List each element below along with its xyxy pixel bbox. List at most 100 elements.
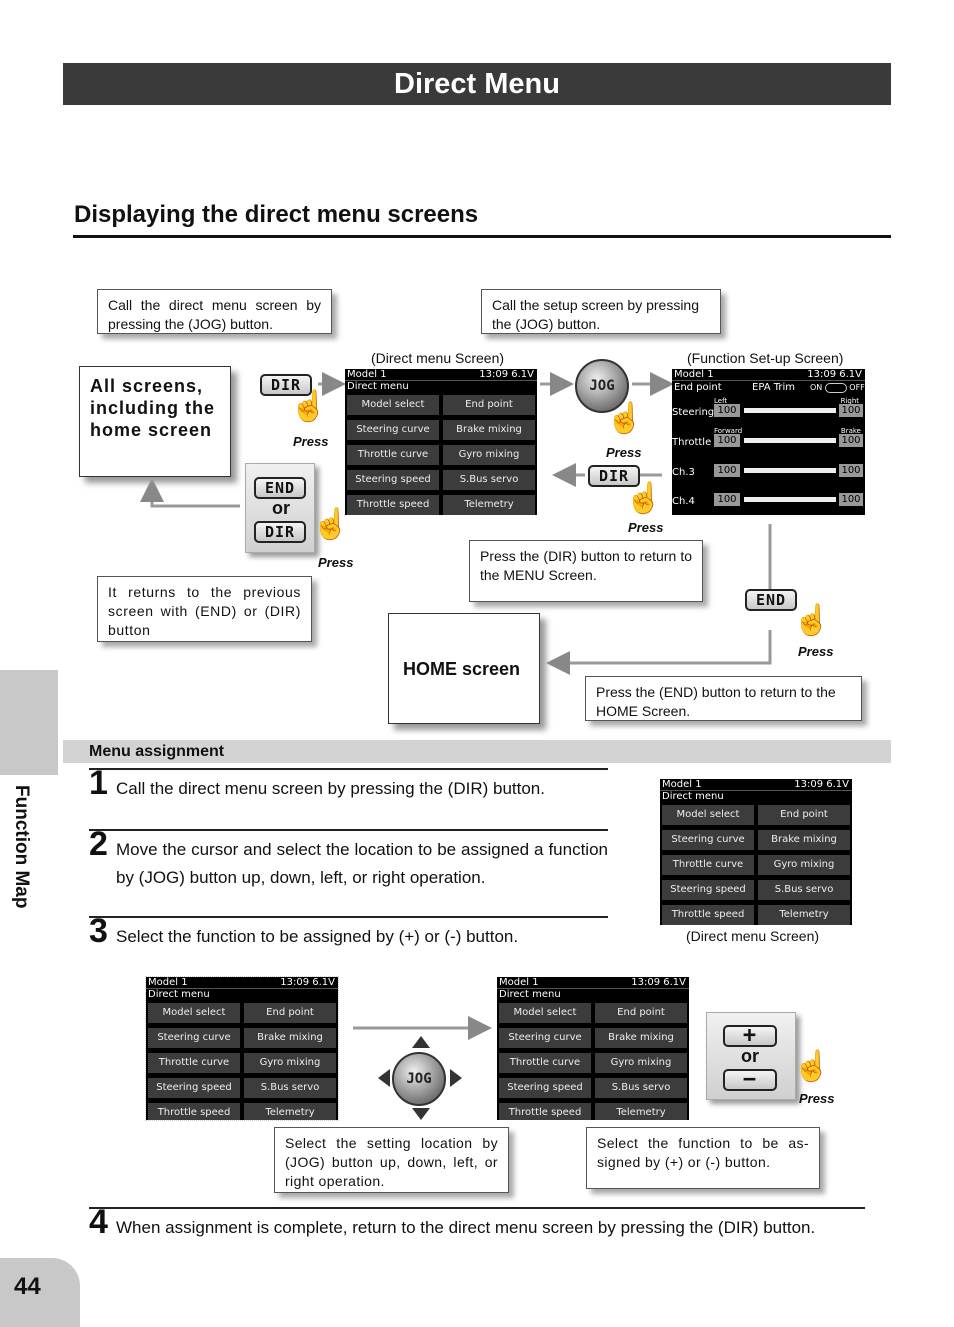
menu-cell[interactable]: Model select <box>662 805 754 825</box>
menu-cell[interactable]: Brake mixing <box>758 830 850 850</box>
jog-dpad[interactable]: JOG <box>378 1036 462 1120</box>
epa-row-name: Ch.4 <box>672 496 695 507</box>
menu-cell[interactable]: Brake mixing <box>443 420 535 440</box>
callout-call-direct: Call the direct menu screen by pressing … <box>97 289 332 334</box>
menu-cell[interactable]: Steering curve <box>499 1028 591 1048</box>
menu-cell[interactable]: Throttle speed <box>499 1103 591 1120</box>
menu-cell[interactable]: S.Bus servo <box>758 880 850 900</box>
menu-cell[interactable]: Brake mixing <box>244 1028 336 1048</box>
epa-right-value[interactable]: 100 <box>839 404 863 417</box>
epa-bar <box>744 468 836 473</box>
epa-left-value[interactable]: 100 <box>714 404 740 417</box>
menu-cell[interactable]: Steering speed <box>499 1078 591 1098</box>
menu-cell[interactable]: Gyro mixing <box>595 1053 687 1073</box>
arrow-right-icon <box>450 1069 462 1087</box>
epa-right-value[interactable]: 100 <box>839 434 863 447</box>
step-rule <box>89 1207 865 1209</box>
lcd-status: 13:09 6.1V <box>794 779 849 790</box>
menu-cell[interactable]: S.Bus servo <box>443 470 535 490</box>
jog-button[interactable]: JOG <box>575 359 629 413</box>
menu-cell[interactable]: Telemetry <box>595 1103 687 1120</box>
menu-cell[interactable]: Throttle speed <box>148 1103 240 1120</box>
lcd-status: 13:09 6.1V <box>280 977 335 988</box>
menu-cell[interactable]: Telemetry <box>758 905 850 925</box>
menu-cell[interactable]: Steering curve <box>662 830 754 850</box>
press-label: Press <box>293 434 329 449</box>
menu-cell[interactable]: Steering speed <box>148 1078 240 1098</box>
menu-cell[interactable]: Steering curve <box>148 1028 240 1048</box>
minus-button[interactable]: − <box>723 1069 777 1091</box>
menu-cell[interactable]: Throttle curve <box>499 1053 591 1073</box>
end-button[interactable]: END <box>745 589 797 611</box>
callout-call-setup: Call the setup screen by pressing the (J… <box>481 289 721 334</box>
menu-cell[interactable]: Throttle curve <box>662 855 754 875</box>
epa-left-value[interactable]: 100 <box>714 434 740 447</box>
lcd-model: Model 1 <box>148 977 188 988</box>
menu-cell[interactable]: S.Bus servo <box>595 1078 687 1098</box>
menu-cell[interactable]: Gyro mixing <box>758 855 850 875</box>
menu-cell[interactable]: S.Bus servo <box>244 1078 336 1098</box>
menu-cell[interactable]: End point <box>758 805 850 825</box>
on-label: ON <box>810 383 823 392</box>
epa-right-label: Brake <box>840 427 861 435</box>
menu-cell[interactable]: Gyro mixing <box>244 1053 336 1073</box>
epa-right-value[interactable]: 100 <box>839 493 863 506</box>
menu-cell[interactable]: Steering speed <box>347 470 439 490</box>
step-rule <box>89 829 608 831</box>
press-label: Press <box>318 555 354 570</box>
step-text: Call the direct menu screen by pressing … <box>116 779 545 798</box>
lcd-title: Direct menu <box>148 989 210 1000</box>
epa-left-value[interactable]: 100 <box>714 493 740 506</box>
plus-button[interactable]: + <box>723 1025 777 1047</box>
menu-cell[interactable]: Model select <box>499 1003 591 1023</box>
epa-row-name: Throttle <box>672 437 712 448</box>
step-rule <box>89 916 608 918</box>
side-label: Function Map <box>0 775 58 935</box>
epa-left-label: Forward <box>714 427 743 435</box>
or-label: or <box>741 1046 759 1066</box>
menu-cell[interactable]: Throttle curve <box>148 1053 240 1073</box>
pointing-hand-icon: ☝ <box>625 482 663 515</box>
menu-cell[interactable]: Telemetry <box>443 495 535 515</box>
step-2: 2 Move the cursor and select the locatio… <box>89 827 608 896</box>
menu-cell[interactable]: Telemetry <box>244 1103 336 1120</box>
pointing-hand-icon: ☝ <box>793 604 831 637</box>
menu-cell[interactable]: Throttle curve <box>347 445 439 465</box>
or-label: or <box>272 498 290 518</box>
section-rule <box>73 235 891 238</box>
menu-cell[interactable]: Steering curve <box>347 420 439 440</box>
epa-toggle[interactable] <box>825 383 848 393</box>
epa-left-value[interactable]: 100 <box>714 464 740 477</box>
page-number: 44 <box>0 1258 80 1327</box>
menu-cell[interactable]: End point <box>443 395 535 415</box>
epa-bar <box>744 408 836 413</box>
epa-header: EPA Trim <box>752 382 795 393</box>
lcd-status: 13:09 6.1V <box>807 369 862 380</box>
lcd-model: Model 1 <box>662 779 702 790</box>
end-button[interactable]: END <box>254 477 306 499</box>
menu-cell[interactable]: End point <box>244 1003 336 1023</box>
menu-cell[interactable]: Model select <box>148 1003 240 1023</box>
pointing-hand-icon: ☝ <box>606 402 644 435</box>
jog-button[interactable]: JOG <box>392 1052 446 1106</box>
menu-cell[interactable]: Throttle speed <box>347 495 439 515</box>
step-1: 1 Call the direct menu screen by pressin… <box>89 766 608 805</box>
pointing-hand-icon: ☝ <box>793 1050 831 1083</box>
press-label: Press <box>798 644 834 659</box>
dir-button[interactable]: DIR <box>588 465 640 487</box>
dir-button[interactable]: DIR <box>260 374 312 396</box>
epa-right-value[interactable]: 100 <box>839 464 863 477</box>
menu-cell[interactable]: End point <box>595 1003 687 1023</box>
pointing-hand-icon: ☝ <box>312 508 350 541</box>
menu-cell[interactable]: Brake mixing <box>595 1028 687 1048</box>
callout-dir-return: Press the (DIR) button to return to the … <box>469 540 703 602</box>
menu-cell[interactable]: Steering speed <box>662 880 754 900</box>
step-4: 4 When assignment is complete, return to… <box>89 1205 865 1244</box>
menu-cell[interactable]: Model select <box>347 395 439 415</box>
menu-cell[interactable]: Gyro mixing <box>443 445 535 465</box>
menu-cell[interactable]: Throttle speed <box>662 905 754 925</box>
dir-button[interactable]: DIR <box>254 521 306 543</box>
